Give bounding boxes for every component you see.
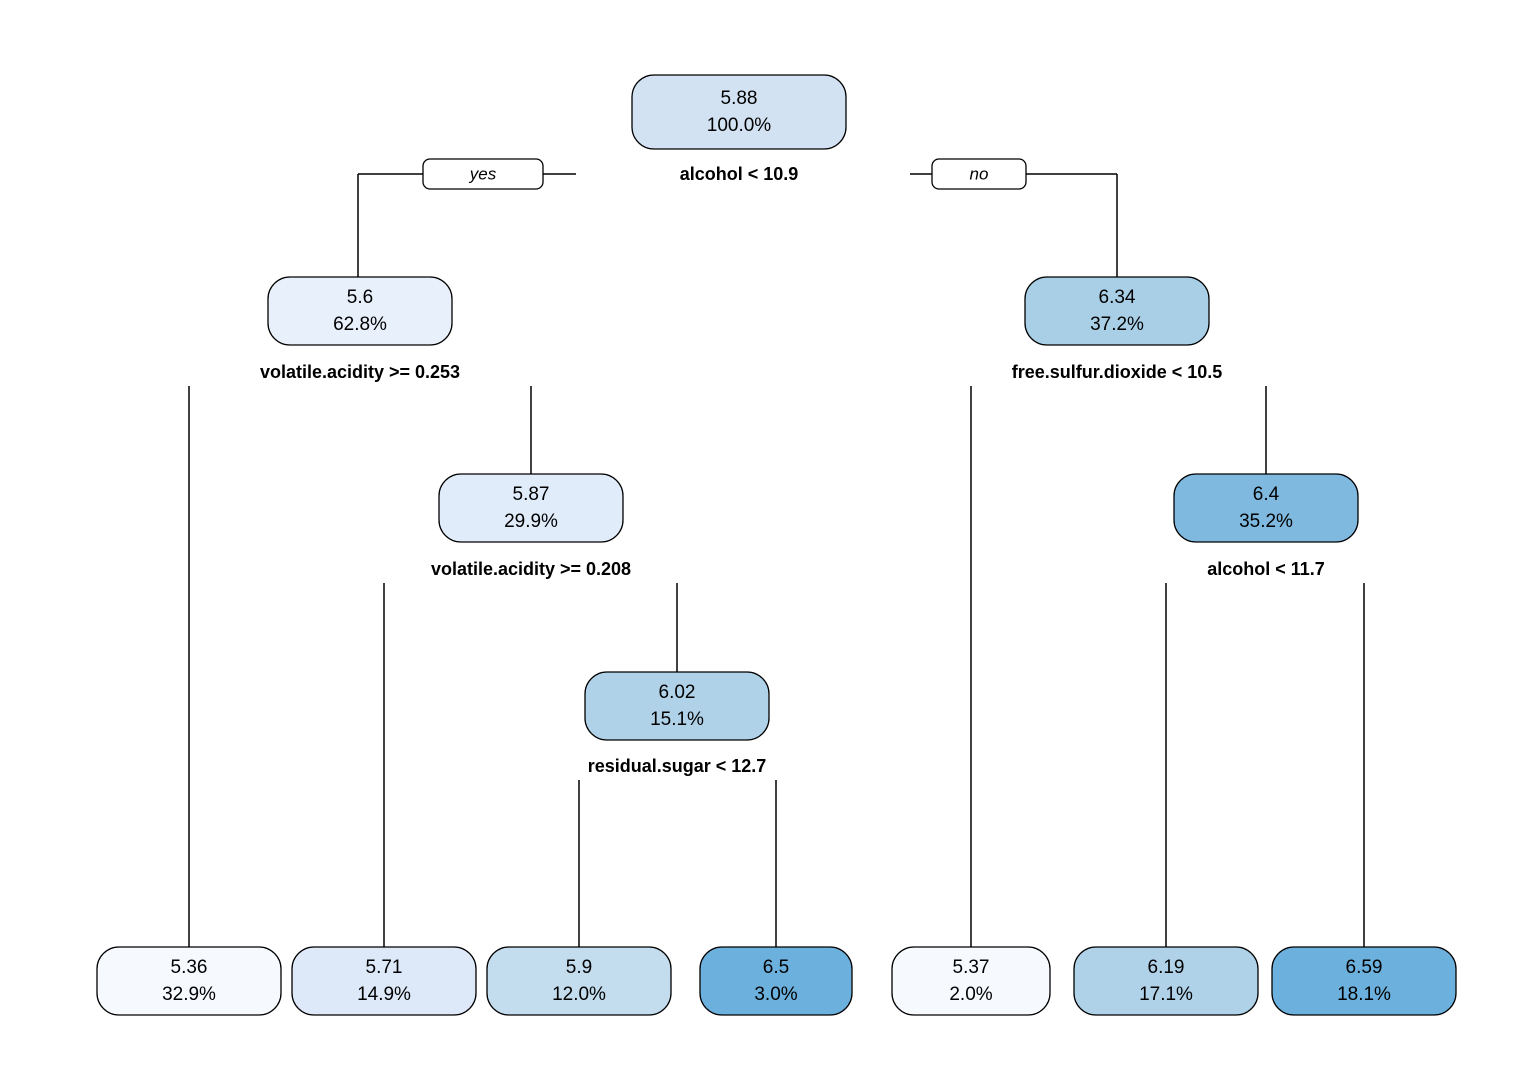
node-value: 6.59 — [1346, 957, 1383, 978]
node-box[interactable] — [96, 946, 282, 1016]
tree-split-node[interactable]: 5.88 100.0% alcohol < 10.9 — [631, 74, 847, 184]
node-percent: 17.1% — [1139, 984, 1193, 1005]
branch-label-yes: yes — [358, 158, 576, 190]
node-value: 5.36 — [171, 957, 208, 978]
node-split-condition: residual.sugar < 12.7 — [588, 756, 767, 776]
node-split-condition: free.sulfur.dioxide < 10.5 — [1012, 362, 1223, 382]
branch-label-text: yes — [469, 164, 497, 183]
node-percent: 29.9% — [504, 511, 558, 532]
tree-split-node[interactable]: 6.34 37.2% free.sulfur.dioxide < 10.5 — [1012, 276, 1223, 382]
node-value: 5.37 — [953, 957, 990, 978]
tree-split-node[interactable]: 5.6 62.8% volatile.acidity >= 0.253 — [260, 276, 460, 382]
node-value: 6.4 — [1253, 484, 1280, 505]
node-value: 5.88 — [721, 88, 758, 109]
node-box[interactable] — [486, 946, 672, 1016]
node-percent: 37.2% — [1090, 314, 1144, 335]
node-value: 6.5 — [763, 957, 789, 978]
branch-box — [931, 158, 1027, 190]
node-percent: 32.9% — [162, 984, 216, 1005]
node-box[interactable] — [1271, 946, 1457, 1016]
node-value: 6.19 — [1148, 957, 1185, 978]
node-split-condition: alcohol < 10.9 — [680, 164, 799, 184]
node-box[interactable] — [1173, 473, 1359, 543]
node-box[interactable] — [291, 946, 477, 1016]
tree-leaf-node[interactable]: 6.59 18.1% — [1271, 946, 1457, 1016]
node-box[interactable] — [891, 946, 1051, 1016]
tree-leaf-node[interactable]: 6.5 3.0% — [699, 946, 853, 1016]
tree-split-node[interactable]: 6.02 15.1% residual.sugar < 12.7 — [584, 671, 770, 776]
node-percent: 12.0% — [552, 984, 606, 1005]
node-percent: 14.9% — [357, 984, 411, 1005]
tree-leaf-node[interactable]: 6.19 17.1% — [1073, 946, 1259, 1016]
node-value: 5.6 — [347, 287, 373, 308]
node-value: 5.71 — [366, 957, 403, 978]
branch-labels-layer: yes no — [358, 158, 1117, 190]
node-value: 6.02 — [659, 682, 696, 703]
edges-layer — [188, 174, 1365, 947]
branch-label-text: no — [970, 164, 989, 183]
node-box[interactable] — [1024, 276, 1210, 346]
tree-split-node[interactable]: 6.4 35.2% alcohol < 11.7 — [1173, 473, 1359, 579]
branch-label-no: no — [910, 158, 1117, 190]
tree-split-node[interactable]: 5.87 29.9% volatile.acidity >= 0.208 — [431, 473, 631, 579]
tree-leaf-node[interactable]: 5.36 32.9% — [96, 946, 282, 1016]
node-split-condition: alcohol < 11.7 — [1207, 559, 1325, 579]
node-percent: 18.1% — [1337, 984, 1391, 1005]
node-box[interactable] — [1073, 946, 1259, 1016]
nodes-layer: 5.88 100.0% alcohol < 10.9 5.6 62.8% volatile… — [96, 74, 1457, 1016]
node-percent: 3.0% — [754, 984, 797, 1005]
node-box[interactable] — [584, 671, 770, 741]
tree-leaf-node[interactable]: 5.71 14.9% — [291, 946, 477, 1016]
node-value: 6.34 — [1099, 287, 1136, 308]
node-percent: 2.0% — [949, 984, 992, 1005]
node-value: 5.87 — [513, 484, 550, 505]
node-percent: 100.0% — [707, 115, 772, 136]
node-box[interactable] — [438, 473, 624, 543]
node-percent: 62.8% — [333, 314, 387, 335]
tree-leaf-node[interactable]: 5.9 12.0% — [486, 946, 672, 1016]
node-split-condition: volatile.acidity >= 0.253 — [260, 362, 460, 382]
node-split-condition: volatile.acidity >= 0.208 — [431, 559, 631, 579]
node-box[interactable] — [699, 946, 853, 1016]
tree-leaf-node[interactable]: 5.37 2.0% — [891, 946, 1051, 1016]
node-box[interactable] — [631, 74, 847, 150]
node-box[interactable] — [267, 276, 453, 346]
node-percent: 15.1% — [650, 709, 704, 730]
node-value: 5.9 — [566, 957, 592, 978]
branch-box — [422, 158, 544, 190]
node-percent: 35.2% — [1239, 511, 1293, 532]
